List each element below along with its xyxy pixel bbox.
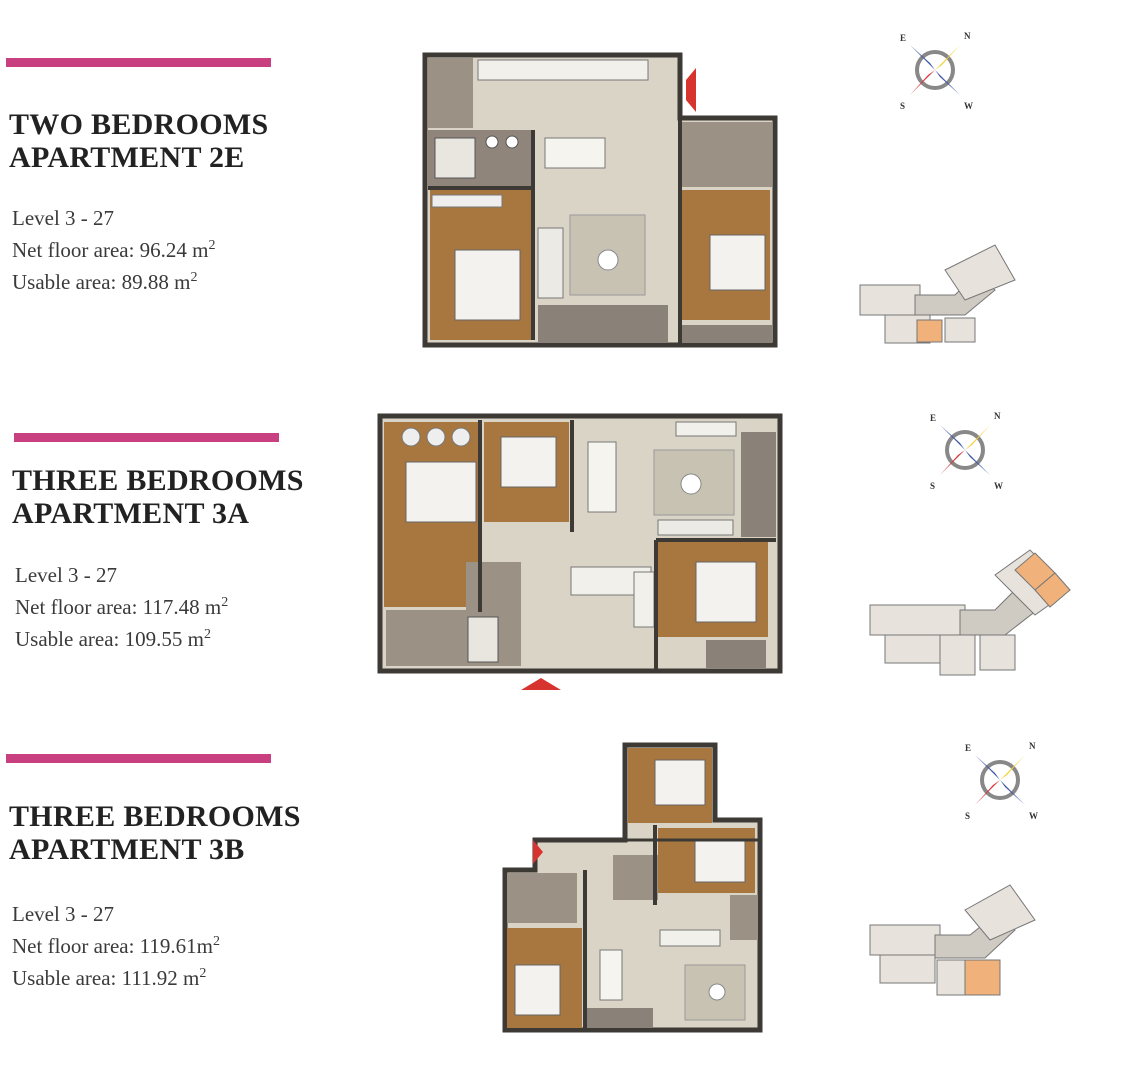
compass-rose-icon: E N S W (900, 31, 973, 111)
key-plan-3b (869, 884, 1036, 996)
compass-n: N (994, 411, 1001, 421)
title-line-1: THREE BEDROOMS (9, 800, 301, 833)
accent-bar (6, 754, 271, 763)
net-floor-area: Net floor area: 119.61m2 (12, 934, 220, 958)
apartment-title: THREE BEDROOMS APARTMENT 3B (9, 800, 301, 866)
title-line-1: THREE BEDROOMS (12, 464, 304, 497)
usable-area: Usable area: 111.92 m2 (12, 966, 207, 990)
compass-s: S (930, 481, 935, 491)
key-plan-3a (869, 549, 1071, 676)
apartment-title: THREE BEDROOMS APARTMENT 3A (12, 464, 304, 530)
floor-plan-3b (502, 742, 763, 1033)
floor-plan-3a (377, 413, 783, 690)
title-line-2: APARTMENT 3B (9, 833, 245, 866)
compass-w: W (964, 101, 973, 111)
net-floor-area: Net floor area: 96.24 m2 (12, 238, 216, 262)
compass-rose-icon: E N S W (965, 741, 1038, 821)
level-text: Level 3 - 27 (15, 563, 118, 587)
accent-bar (6, 58, 271, 67)
level-text: Level 3 - 27 (12, 206, 115, 230)
compass-w: W (1029, 811, 1038, 821)
compass-rose-icon: E N S W (930, 411, 1003, 491)
compass-n: N (964, 31, 971, 41)
title-line-2: APARTMENT 3A (12, 497, 250, 530)
usable-area: Usable area: 109.55 m2 (15, 627, 211, 651)
accent-bar (14, 433, 279, 442)
compass-e: E (930, 413, 936, 423)
net-floor-area: Net floor area: 117.48 m2 (15, 595, 229, 619)
usable-area: Usable area: 89.88 m2 (12, 270, 198, 294)
key-plan-2e (859, 244, 1016, 344)
title-line-1: TWO BEDROOMS (9, 108, 269, 141)
compass-w: W (994, 481, 1003, 491)
apartment-specs: Level 3 - 27 Net floor area: 119.61m2 Us… (12, 898, 220, 994)
compass-e: E (900, 33, 906, 43)
level-text: Level 3 - 27 (12, 902, 115, 926)
apartment-specs: Level 3 - 27 Net floor area: 96.24 m2 Us… (12, 202, 216, 298)
title-line-2: APARTMENT 2E (9, 141, 245, 174)
floor-plan-2e (422, 52, 778, 348)
apartment-title: TWO BEDROOMS APARTMENT 2E (9, 108, 268, 174)
apartment-specs: Level 3 - 27 Net floor area: 117.48 m2 U… (15, 559, 228, 655)
compass-n: N (1029, 741, 1036, 751)
compass-e: E (965, 743, 971, 753)
compass-s: S (965, 811, 970, 821)
compass-s: S (900, 101, 905, 111)
